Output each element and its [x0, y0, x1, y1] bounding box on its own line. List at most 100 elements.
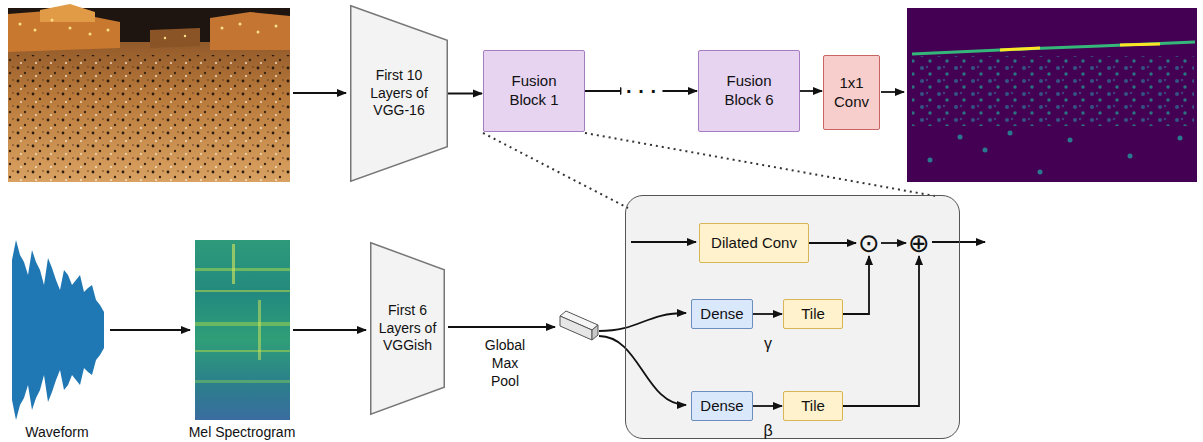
multiply-symbol: ⊙: [857, 231, 881, 255]
shape-path: [293, 92, 346, 94]
node-text: First 6 Layers of VGGish: [376, 302, 440, 355]
shape-path: [1000, 44, 1160, 50]
text-label: Mel Spectrogram: [189, 423, 296, 441]
zoom-lines: [483, 133, 935, 208]
shape-circle: [1178, 136, 1183, 141]
shape-rect: [8, 55, 290, 182]
feature-vector: [560, 311, 598, 340]
edge-label: β: [763, 422, 772, 440]
shape-path: [881, 91, 904, 93]
fusion-block: Fusion Block 6: [698, 50, 800, 132]
shape-polygon: [40, 4, 95, 22]
shape-rect: [912, 56, 1194, 126]
shape-polygon: [150, 28, 200, 48]
shape-rect: [195, 380, 290, 383]
shape-rect: [195, 290, 290, 292]
shape-polygon: [210, 12, 290, 50]
connector: [753, 313, 782, 315]
shape-path: [448, 326, 555, 328]
node-text: Dense: [700, 305, 743, 324]
connector: [753, 405, 782, 407]
shape-path: [585, 133, 935, 196]
shape-circle: [257, 31, 260, 34]
shape-path: [912, 42, 1195, 54]
shape-g: [928, 131, 1183, 175]
shape-circle: [69, 27, 72, 30]
node-text: Fusion Block 1: [495, 72, 573, 110]
shape-path: [631, 241, 696, 243]
conv-box: Dilated Conv: [699, 223, 809, 263]
shape-path: [599, 336, 686, 405]
shape-circle: [184, 35, 186, 37]
fusion-detail-box: Dilated Conv⊙⊕DenseTileDenseTile: [625, 195, 960, 439]
shape-polygon: [592, 325, 598, 340]
tile-box: Tile: [783, 299, 843, 329]
shape-circle: [1038, 170, 1043, 175]
connector: [881, 242, 906, 244]
shape-circle: [983, 148, 988, 153]
trapezoid-shape: [351, 6, 448, 182]
shape-rect: [907, 8, 1197, 182]
fusion-block: Fusion Block 1: [483, 50, 585, 132]
shape-path: [483, 133, 628, 208]
text-label: Global Max Pool: [478, 336, 532, 391]
shape-circle: [1068, 138, 1073, 143]
shape-path: [293, 329, 366, 331]
waveform: [12, 240, 104, 420]
shape-rect: [8, 8, 290, 182]
shape-rect: [258, 300, 261, 360]
shape-circle: [51, 19, 54, 22]
connector: [809, 242, 856, 244]
shape-circle: [1008, 131, 1013, 136]
encoder-trapezoid: First 10 Layers of VGG-16: [350, 5, 448, 182]
conv-box: 1x1 Conv: [823, 55, 880, 130]
node-text: ⊙: [858, 231, 880, 255]
shape-circle: [19, 23, 22, 26]
node-text: Dense: [700, 397, 743, 416]
flow-arrows: [110, 92, 985, 405]
shape-rect: [195, 268, 290, 271]
node-text: Dilated Conv: [711, 234, 797, 253]
connector: [843, 256, 919, 406]
shape-path: [110, 329, 190, 331]
shape-circle: [221, 27, 224, 30]
text-label: Waveform: [25, 423, 88, 441]
shape-g: [19, 19, 278, 40]
node-text: First 10 Layers of VGG-16: [363, 67, 435, 120]
node-text: 1x1 Conv: [829, 74, 874, 112]
shape-circle: [958, 135, 963, 140]
connector: [843, 256, 869, 314]
add-symbol: ⊕: [907, 231, 931, 255]
node-text: Fusion Block 6: [710, 72, 788, 110]
edge-label: · · ·: [621, 80, 662, 102]
shape-rect: [195, 350, 290, 352]
dense-box: Dense: [691, 299, 753, 329]
shape-path: [932, 241, 985, 243]
shape-circle: [89, 33, 92, 36]
shape-rect: [195, 322, 290, 326]
shape-circle: [239, 23, 242, 26]
shape-circle: [1128, 154, 1133, 159]
shape-circle: [275, 25, 278, 28]
shape-rect: [195, 240, 290, 420]
shape-circle: [107, 29, 110, 32]
edge-label: γ: [764, 335, 772, 353]
connector: [800, 90, 822, 92]
shape-circle: [928, 158, 933, 163]
shape-path: [599, 313, 686, 331]
node-text: Tile: [801, 397, 825, 416]
connector: [448, 93, 482, 95]
tile-box: Tile: [783, 391, 843, 421]
shape-circle: [164, 37, 166, 39]
mel-spectrogram: [195, 240, 290, 420]
node-text: ⊕: [908, 231, 930, 255]
dense-box: Dense: [691, 391, 753, 421]
shape-polygon: [560, 316, 592, 340]
density-map: [907, 8, 1197, 182]
shape-rect: [232, 244, 235, 284]
node-text: Tile: [801, 305, 825, 324]
crowd-photo: [8, 4, 290, 182]
